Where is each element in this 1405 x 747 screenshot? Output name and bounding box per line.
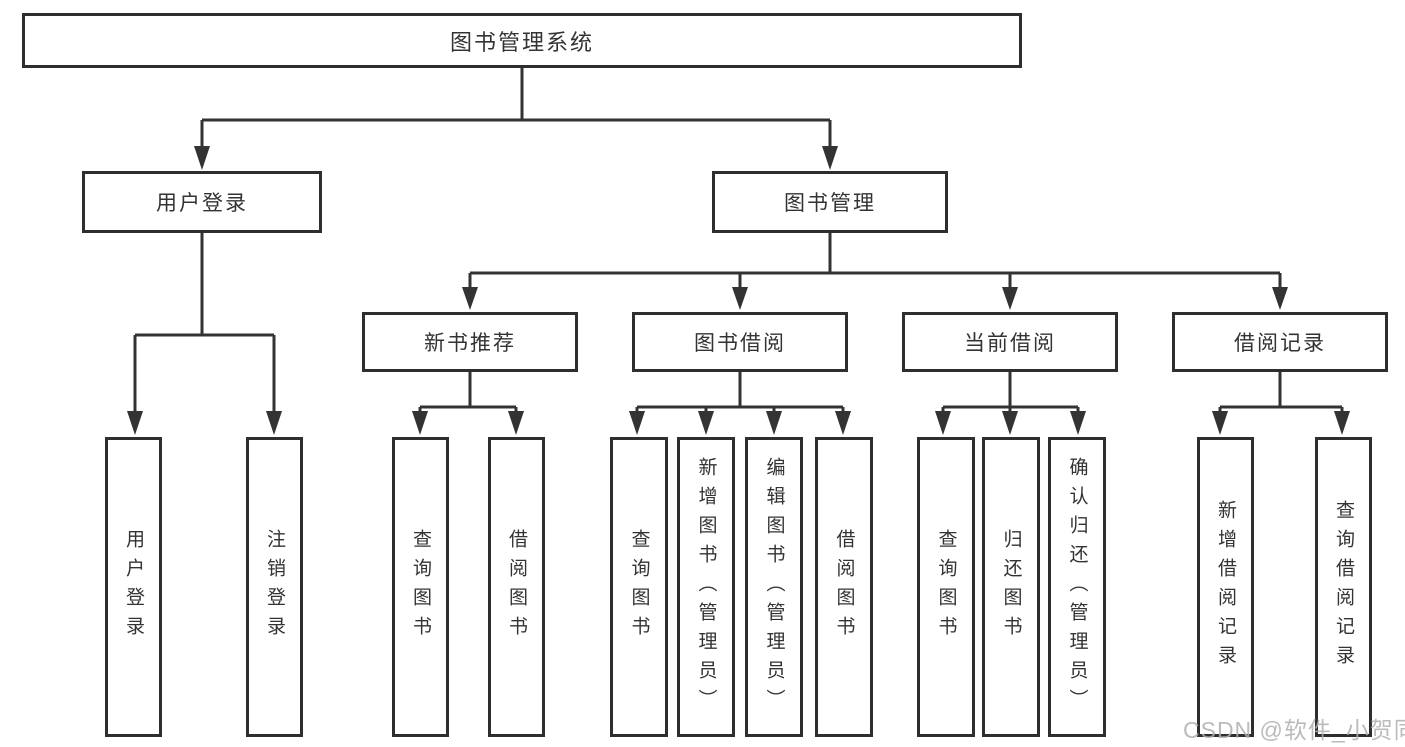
leaf-newbook-borrow-books: 借阅图书 (488, 437, 545, 737)
node-current-borrowing-label: 当前借阅 (964, 332, 1056, 355)
csdn-watermark: CSDN @软件_小贺同学 (1183, 717, 1405, 743)
leaf-current-return-books-label: 归还图书 (1000, 529, 1022, 645)
node-book-borrowing: 图书借阅 (632, 312, 848, 372)
leaf-current-query-books-label: 查询图书 (935, 529, 957, 645)
leaf-current-confirm-return-admin: 确认归还（管理员） (1048, 437, 1106, 737)
leaf-borrow-query-books: 查询图书 (610, 437, 668, 737)
leaf-logout-label: 注销登录 (264, 529, 285, 645)
leaf-borrow-edit-books-admin-label: 编辑图书（管理员） (763, 456, 785, 718)
leaf-current-confirm-return-admin-label: 确认归还（管理员） (1066, 456, 1088, 718)
node-new-book-recommend: 新书推荐 (362, 312, 578, 372)
leaf-newbook-query-books-label: 查询图书 (410, 529, 431, 645)
node-book-management-label: 图书管理 (784, 192, 876, 215)
leaf-borrow-borrow-books-label: 借阅图书 (833, 529, 855, 645)
leaf-borrow-edit-books-admin: 编辑图书（管理员） (745, 437, 803, 737)
leaf-borrow-add-books-admin-label: 新增图书（管理员） (695, 456, 717, 718)
leaf-user-login-label: 用户登录 (123, 529, 144, 645)
leaf-record-query-borrow-record-label: 查询借阅记录 (1333, 500, 1354, 674)
leaf-newbook-query-books: 查询图书 (392, 437, 449, 737)
node-user-login-label: 用户登录 (156, 192, 248, 215)
leaf-borrow-borrow-books: 借阅图书 (815, 437, 873, 737)
leaf-record-query-borrow-record: 查询借阅记录 (1315, 437, 1372, 737)
node-user-login: 用户登录 (82, 171, 322, 233)
node-borrowing-records: 借阅记录 (1172, 312, 1388, 372)
leaf-current-query-books: 查询图书 (917, 437, 975, 737)
node-root: 图书管理系统 (22, 13, 1022, 68)
leaf-borrow-add-books-admin: 新增图书（管理员） (677, 437, 735, 737)
node-borrowing-records-label: 借阅记录 (1234, 332, 1326, 355)
leaf-current-return-books: 归还图书 (982, 437, 1040, 737)
leaf-record-add-borrow-record: 新增借阅记录 (1197, 437, 1254, 737)
leaf-borrow-query-books-label: 查询图书 (628, 529, 650, 645)
leaf-record-add-borrow-record-label: 新增借阅记录 (1215, 500, 1236, 674)
leaf-user-login: 用户登录 (105, 437, 162, 737)
node-current-borrowing: 当前借阅 (902, 312, 1118, 372)
node-book-borrowing-label: 图书借阅 (694, 332, 786, 355)
node-new-book-recommend-label: 新书推荐 (424, 332, 516, 355)
leaf-newbook-borrow-books-label: 借阅图书 (506, 529, 527, 645)
leaf-logout: 注销登录 (246, 437, 303, 737)
node-root-label: 图书管理系统 (449, 29, 594, 55)
node-book-management: 图书管理 (712, 171, 948, 233)
arrowhead-group (127, 146, 1350, 435)
